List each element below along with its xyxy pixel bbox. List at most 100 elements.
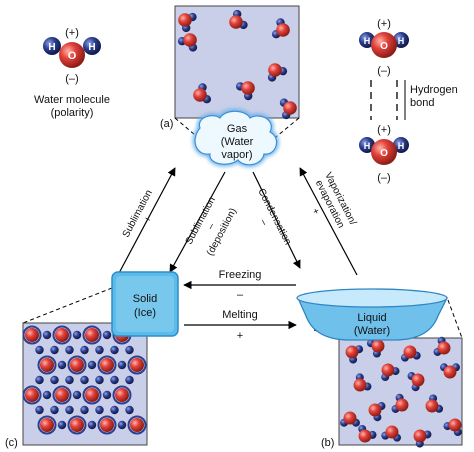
oxygen-atom [59,42,85,68]
hydrogen-atom [110,375,119,385]
water-molecule [193,83,212,104]
water-molecule [358,424,377,443]
water-molecule-legend: (+) H H O (–) Water molecule (polarity) [34,27,110,119]
hydrogen-atom [95,345,104,355]
hb-top-plus: (+) [377,18,391,30]
hydrogen-atom [80,345,89,355]
hydrogen-atom [57,420,67,430]
hydrogen-atom [57,360,67,370]
liquid-label-line1: Liquid [357,312,386,324]
oxygen-atom [70,418,84,432]
oxygen-atom [283,101,297,115]
condensation-label: Condensation [255,187,293,247]
hydrogen-atom [102,390,112,400]
h-right-label: H [88,42,95,53]
water-molecule [440,363,460,379]
hydrogen-atom [50,345,59,355]
hydrogen-atom [117,420,127,430]
hydrogen-atom [125,405,134,415]
condensation-arrow [252,171,301,269]
oxygen-atom [403,345,417,359]
gas-panel: (a) [160,5,300,147]
oxygen-atom-ring [127,415,147,435]
solid-label-line1: Solid [133,293,157,305]
hydrogen-atom-right [83,37,101,55]
oxygen-atom [85,328,99,342]
hb-bottom-hydrogen-left [359,137,375,153]
ice-cube: Solid (Ice) [111,271,179,337]
water-molecule [381,363,400,382]
solid-panel: (c) [5,287,179,449]
water-molecule [235,81,255,101]
melting-label: Melting [222,309,257,321]
oxygen-atom [229,15,243,29]
oxygen-atom [395,398,409,412]
hydrogen-atom [50,405,59,415]
hydrogen-atom [80,405,89,415]
oxygen-atom-ring [67,415,87,435]
oxygen-atom [411,373,425,387]
hb-top-hydrogen-right [393,32,409,48]
water-molecule [271,18,290,39]
oxygen-atom-ring [82,325,102,345]
oxygen-atom [345,345,359,359]
hb-bottom-minus: (–) [377,172,390,184]
oxygen-atom [268,63,282,77]
oxygen-atom [353,378,367,392]
oxygen-atom [193,88,207,102]
hb-top-o-label: O [380,41,388,52]
hydrogen-atom [50,375,59,385]
hb-top-oxygen [371,32,397,58]
oxygen-atom [100,418,114,432]
gas-label-line2: (Water [221,136,254,148]
hydrogen-atom [102,330,112,340]
deposition-arrow [169,171,226,273]
hydrogen-atom [80,375,89,385]
oxygen-atom [40,418,54,432]
water-molecule [433,336,451,356]
freezing-label: Freezing [219,269,262,281]
oxygen-atom [371,339,385,353]
water-molecule [340,411,360,427]
molecule-plus-label: (+) [65,27,79,39]
oxygen-atom [276,23,290,37]
oxygen-atom [343,411,357,425]
hydrogen-atom [117,360,127,370]
oxygen-atom [55,328,69,342]
oxygen-atom-ring [112,385,132,405]
oxygen-atom [381,363,395,377]
sublimation-sign: + [142,214,155,224]
oxygen-atom-ring [22,385,42,405]
hydrogen-atom [72,390,82,400]
gas-molecules [177,9,297,120]
o-label: O [68,50,77,62]
water-molecule [443,418,462,437]
molecule-caption-line1: Water molecule [34,94,110,106]
solid-label-line2: (Ice) [134,307,156,319]
oxygen-atom-ring [97,415,117,435]
hb-bottom-oxygen [371,139,397,165]
liquid-label-line2: (Water) [354,325,390,337]
panel-label-c: (c) [5,437,18,449]
water-molecule [229,9,248,30]
vaporization-arrow [299,167,358,276]
h-left-label: H [48,42,55,53]
water-molecule [279,98,297,120]
oxygen-atom [241,81,255,95]
hb-top-h-right-label: H [398,36,405,46]
oxygen-atom-ring [37,355,57,375]
hb-top-minus: (–) [377,65,390,77]
hydrogen-atom [110,345,119,355]
hydrogen-atom [95,375,104,385]
oxygen-atom [437,341,451,355]
molecule-caption-line2: (polarity) [51,107,94,119]
gas-cloud: Gas (Water vapor) [193,109,279,167]
hydrogen-atom [87,360,97,370]
water-molecule [366,339,385,358]
oxygen-atom [25,328,39,342]
hb-top-hydrogen-left [359,32,375,48]
water-molecule [345,345,364,364]
liquid-zoom-line-right [447,299,463,339]
oxygen-atom [55,388,69,402]
